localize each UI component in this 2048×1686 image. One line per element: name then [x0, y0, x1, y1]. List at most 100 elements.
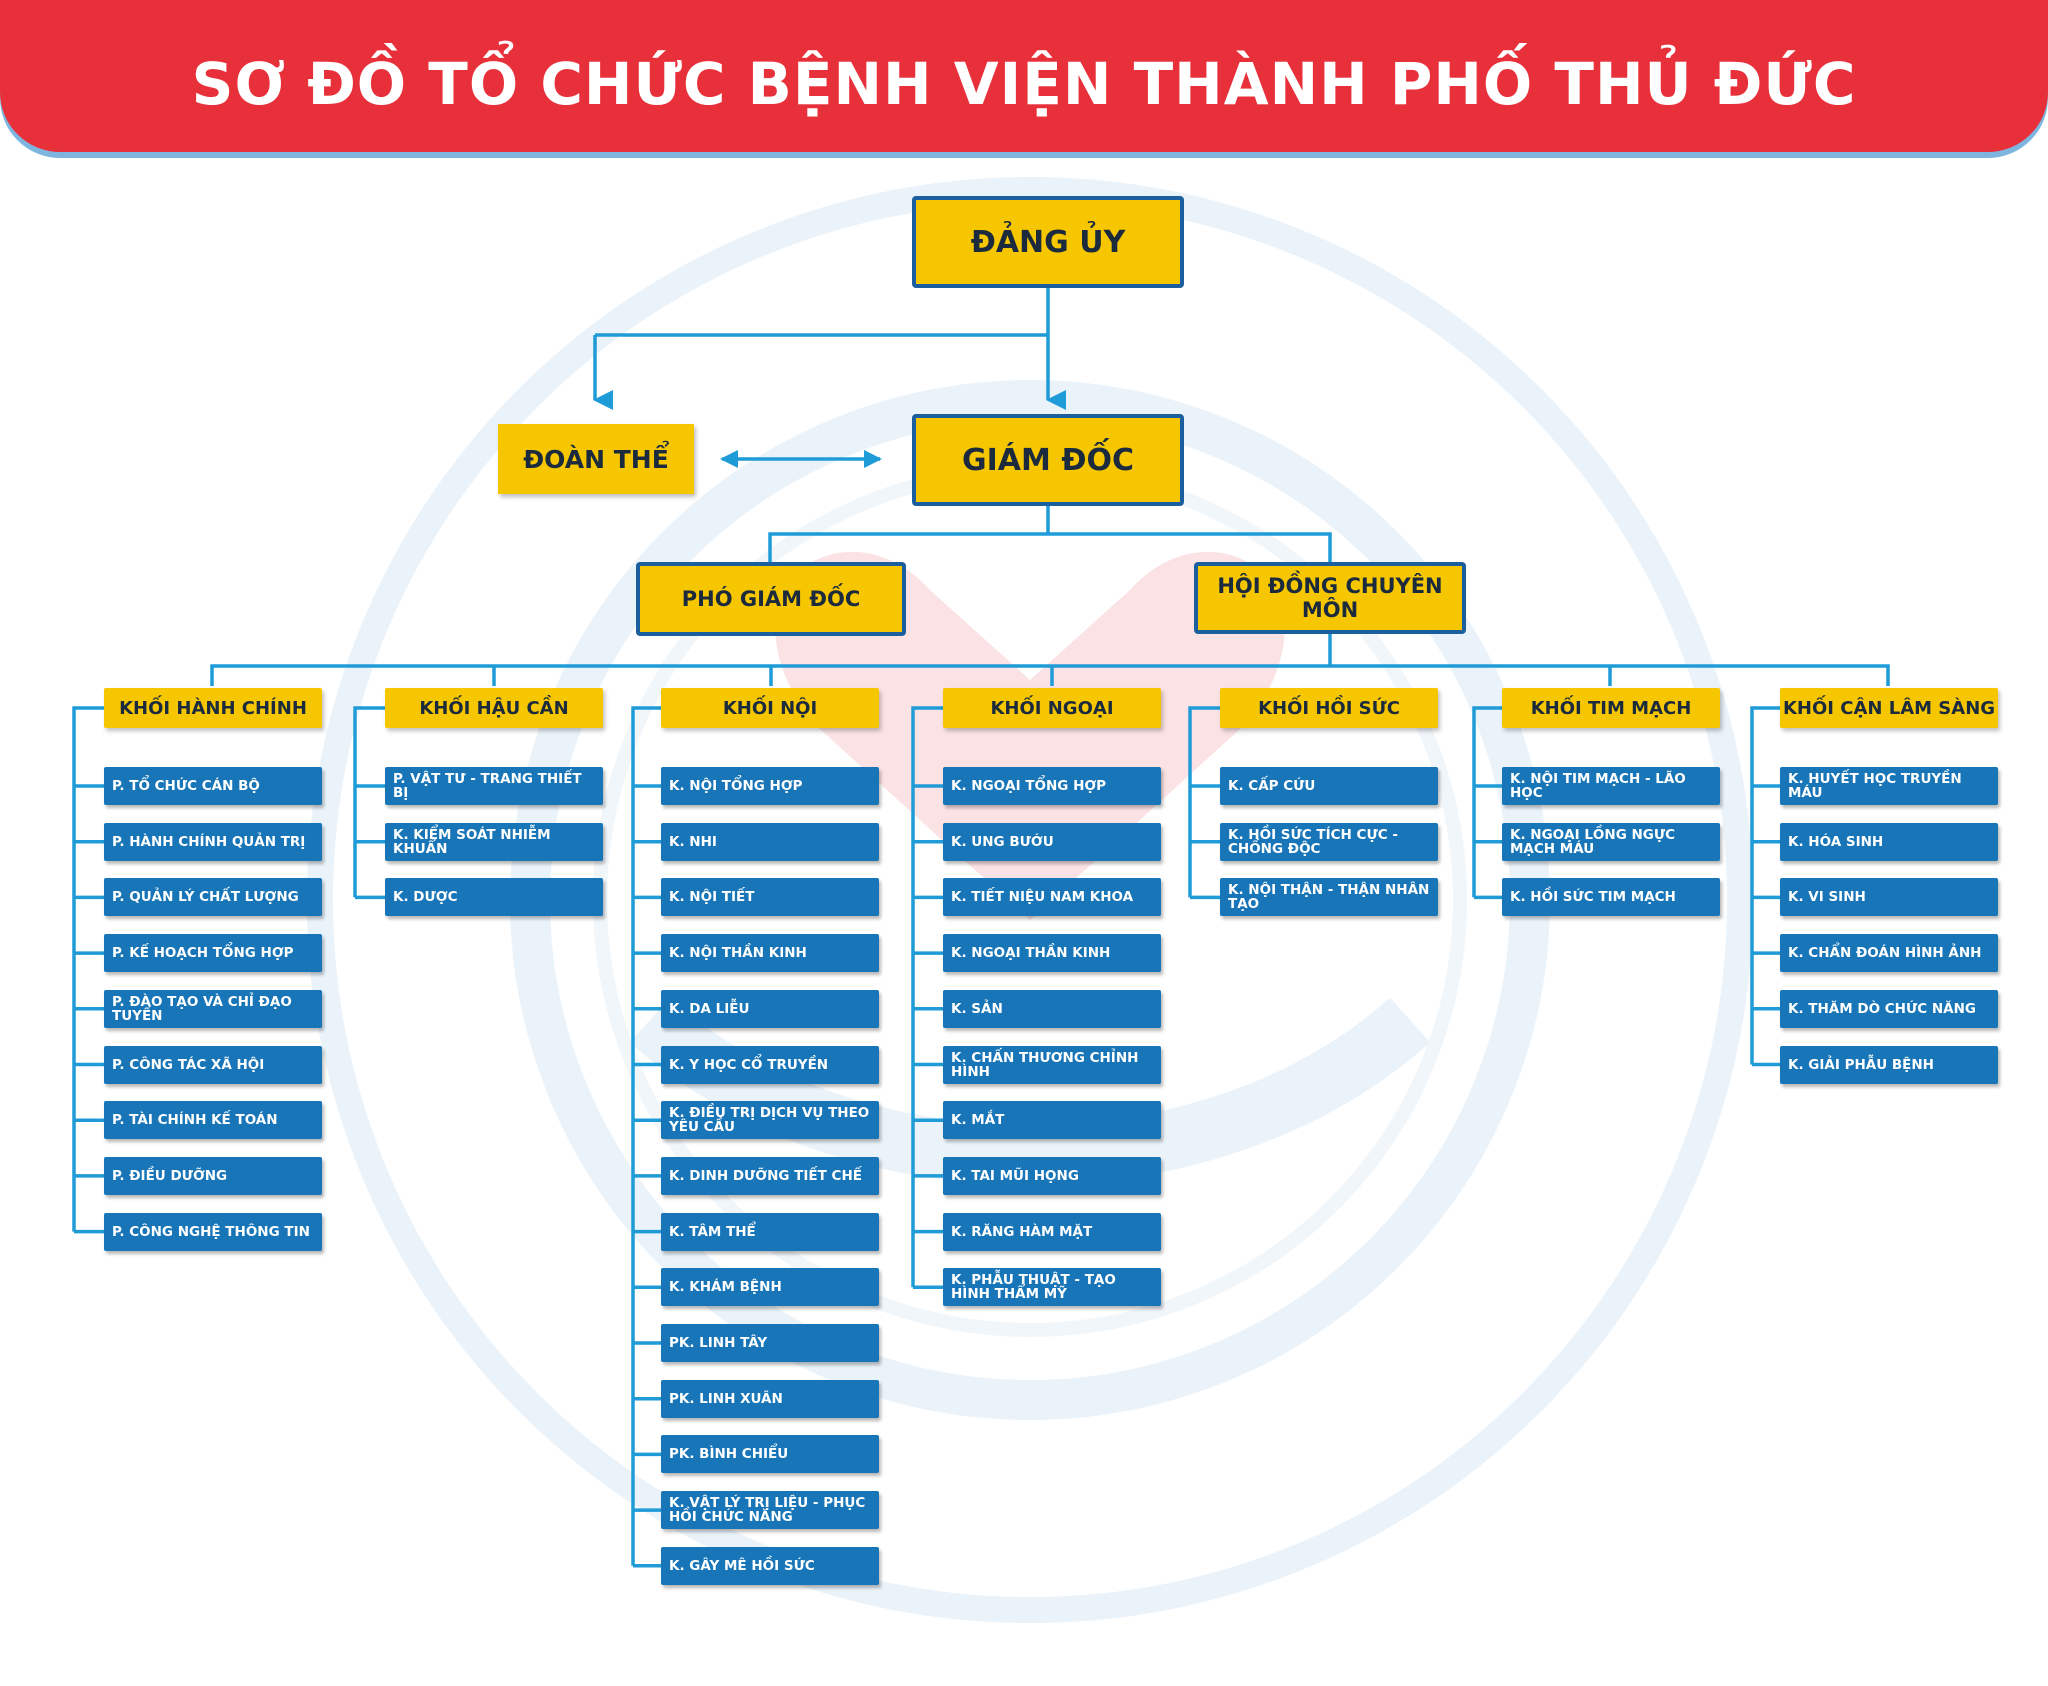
department-box: PK. LINH XUÂN: [661, 1379, 879, 1418]
department-label: K. GIẢI PHẪU BỆNH: [1788, 1056, 1934, 1073]
department-box: K. Y HỌC CỔ TRUYỀN: [661, 1045, 879, 1084]
department-box: K. SẢN: [943, 989, 1161, 1028]
department-label: K. KIỂM SOÁT NHIỄM KHUẨN: [393, 826, 551, 857]
department-box: K. NỘI THẦN KINH: [661, 934, 879, 973]
spine-line: [1188, 706, 1220, 898]
department-box: P. ĐIỀU DƯỠNG: [104, 1156, 322, 1195]
spine-line: [353, 706, 385, 898]
department-box: P. CÔNG NGHỆ THÔNG TIN: [104, 1212, 322, 1251]
department-box: K. HỒI SỨC TÍCH CỰC - CHỐNG ĐỘC: [1220, 822, 1438, 861]
department-label: K. CHẨN ĐOÁN HÌNH ẢNH: [1788, 945, 1982, 962]
department-box: K. NỘI TIM MẠCH - LÃO HỌC: [1502, 767, 1720, 805]
department-label: K. HỒI SỨC TÍCH CỰC - CHỐNG ĐỘC: [1228, 826, 1398, 857]
department-box: K. DINH DƯỠNG TIẾT CHẾ: [661, 1156, 879, 1195]
spine-line: [911, 706, 943, 1288]
department-box: K. DA LIỄU: [661, 989, 879, 1028]
department-box: K. KHÁM BỆNH: [661, 1268, 879, 1307]
department-label: P. ĐIỀU DƯỠNG: [112, 1167, 228, 1184]
department-box: K. NGOẠI TỔNG HỢP: [943, 767, 1161, 805]
khoi-header: KHỐI NGOẠI: [943, 688, 1161, 728]
department-label: K. HỒI SỨC TIM MẠCH: [1510, 889, 1676, 906]
department-label: PK. BÌNH CHIỂU: [669, 1446, 789, 1463]
department-box: K. NGOẠI LỒNG NGỰC MẠCH MÁU: [1502, 822, 1720, 861]
department-box: K. HỒI SỨC TIM MẠCH: [1502, 878, 1720, 917]
dang-uy-box: ĐẢNG ỦY: [912, 196, 1184, 288]
department-label: K. TÂM THỂ: [669, 1223, 756, 1240]
khoi-header: KHỐI HÀNH CHÍNH: [104, 688, 322, 728]
department-label: K. DA LIỄU: [669, 1000, 750, 1017]
department-box: K. TÂM THỂ: [661, 1212, 879, 1251]
department-box: K. RĂNG HÀM MẶT: [943, 1212, 1161, 1251]
department-label: K. NGOẠI LỒNG NGỰC MẠCH MÁU: [1510, 826, 1676, 857]
department-label: K. SẢN: [951, 1000, 1003, 1017]
department-box: K. PHẪU THUẬT - TẠO HÌNH THẨM MỸ: [943, 1268, 1161, 1307]
department-label: K. NỘI TỔNG HỢP: [669, 778, 803, 794]
department-box: K. MẮT: [943, 1101, 1161, 1140]
khoi-header: KHỐI CẬN LÂM SÀNG: [1780, 688, 1998, 728]
department-label: P. KẾ HOẠCH TỔNG HỢP: [112, 945, 294, 962]
department-box: P. CÔNG TÁC XÃ HỘI: [104, 1045, 322, 1084]
khoi-header: KHỐI NỘI: [661, 688, 879, 728]
spine-line: [72, 706, 104, 1232]
department-box: K. CẤP CỨU: [1220, 767, 1438, 805]
department-label: K. KHÁM BỆNH: [669, 1279, 782, 1296]
department-label: K. HUYẾT HỌC TRUYỀN MÁU: [1788, 771, 1962, 801]
department-label: K. UNG BƯỚU: [951, 833, 1054, 850]
department-box: K. ĐIỀU TRỊ DỊCH VỤ THEO YÊU CẦU: [661, 1101, 879, 1140]
department-box: PK. BÌNH CHIỂU: [661, 1435, 879, 1474]
department-box: K. NỘI TIẾT: [661, 878, 879, 917]
department-label: P. VẬT TƯ - TRANG THIẾT BỊ: [393, 771, 582, 801]
department-label: K. DƯỢC: [393, 889, 458, 906]
department-box: P. HÀNH CHÍNH QUẢN TRỊ: [104, 822, 322, 861]
department-box: K. GÂY MÊ HỒI SỨC: [661, 1546, 879, 1585]
department-label: K. NHI: [669, 833, 717, 850]
department-label: K. DINH DƯỠNG TIẾT CHẾ: [669, 1167, 862, 1184]
department-box: P. VẬT TƯ - TRANG THIẾT BỊ: [385, 767, 603, 805]
department-box: P. KẾ HOẠCH TỔNG HỢP: [104, 934, 322, 973]
department-label: K. GÂY MÊ HỒI SỨC: [669, 1557, 815, 1574]
department-box: K. TIẾT NIỆU NAM KHOA: [943, 878, 1161, 917]
khoi-header: KHỐI TIM MẠCH: [1502, 688, 1720, 728]
department-label: K. CẤP CỨU: [1228, 778, 1316, 794]
department-label: K. NGOẠI THẦN KINH: [951, 945, 1111, 962]
hoi-dong-chuyen-mon-box: HỘI ĐỒNG CHUYÊN MÔN: [1194, 562, 1466, 634]
title-banner: SƠ ĐỒ TỔ CHỨC BỆNH VIỆN THÀNH PHỐ THỦ ĐỨ…: [0, 0, 2048, 152]
department-label: P. ĐÀO TẠO VÀ CHỈ ĐẠO TUYẾN: [112, 993, 292, 1024]
department-box: PK. LINH TÂY: [661, 1324, 879, 1362]
department-label: K. ĐIỀU TRỊ DỊCH VỤ THEO YÊU CẦU: [669, 1105, 870, 1136]
department-label: K. VI SINH: [1788, 889, 1866, 906]
spine-line: [631, 706, 661, 1566]
khoi-header: KHỐI HỒI SỨC: [1220, 688, 1438, 728]
department-box: P. QUẢN LÝ CHẤT LƯỢNG: [104, 878, 322, 917]
department-box: K. UNG BƯỚU: [943, 822, 1161, 861]
department-box: P. TỔ CHỨC CÁN BỘ: [104, 767, 322, 805]
department-label: K. RĂNG HÀM MẶT: [951, 1223, 1093, 1240]
doan-the-box: ĐOÀN THỂ: [498, 424, 694, 494]
department-label: PK. LINH XUÂN: [669, 1390, 783, 1407]
department-label: K. NGOẠI TỔNG HỢP: [951, 778, 1107, 794]
department-box: K. THĂM DÒ CHỨC NĂNG: [1780, 989, 1998, 1028]
department-label: K. NỘI TIẾT: [669, 889, 755, 906]
department-box: K. TAI MŨI HỌNG: [943, 1156, 1161, 1195]
department-box: K. NỘI TỔNG HỢP: [661, 767, 879, 805]
department-box: K. KIỂM SOÁT NHIỄM KHUẨN: [385, 822, 603, 861]
khoi-header: KHỐI HẬU CẦN: [385, 688, 603, 728]
department-label: P. CÔNG NGHỆ THÔNG TIN: [112, 1223, 310, 1240]
department-label: PK. LINH TÂY: [669, 1335, 768, 1351]
department-box: K. CHẤN THƯƠNG CHỈNH HÌNH: [943, 1045, 1161, 1084]
department-label: K. NỘI TIM MẠCH - LÃO HỌC: [1510, 771, 1686, 801]
spine-line: [1472, 706, 1502, 898]
department-label: K. NỘI THẦN KINH: [669, 945, 807, 962]
department-label: K. CHẤN THƯƠNG CHỈNH HÌNH: [951, 1049, 1139, 1080]
department-box: K. NGOẠI THẦN KINH: [943, 934, 1161, 973]
department-label: P. TÀI CHÍNH KẾ TOÁN: [112, 1112, 278, 1129]
department-label: P. CÔNG TÁC XÃ HỘI: [112, 1056, 265, 1073]
department-box: P. TÀI CHÍNH KẾ TOÁN: [104, 1101, 322, 1140]
department-box: K. NHI: [661, 822, 879, 861]
department-label: K. Y HỌC CỔ TRUYỀN: [669, 1056, 829, 1073]
department-box: K. NỘI THẬN - THẬN NHÂN TẠO: [1220, 878, 1438, 917]
department-box: K. HÓA SINH: [1780, 822, 1998, 861]
department-label: K. THĂM DÒ CHỨC NĂNG: [1788, 1000, 1976, 1017]
department-box: K. CHẨN ĐOÁN HÌNH ẢNH: [1780, 934, 1998, 973]
